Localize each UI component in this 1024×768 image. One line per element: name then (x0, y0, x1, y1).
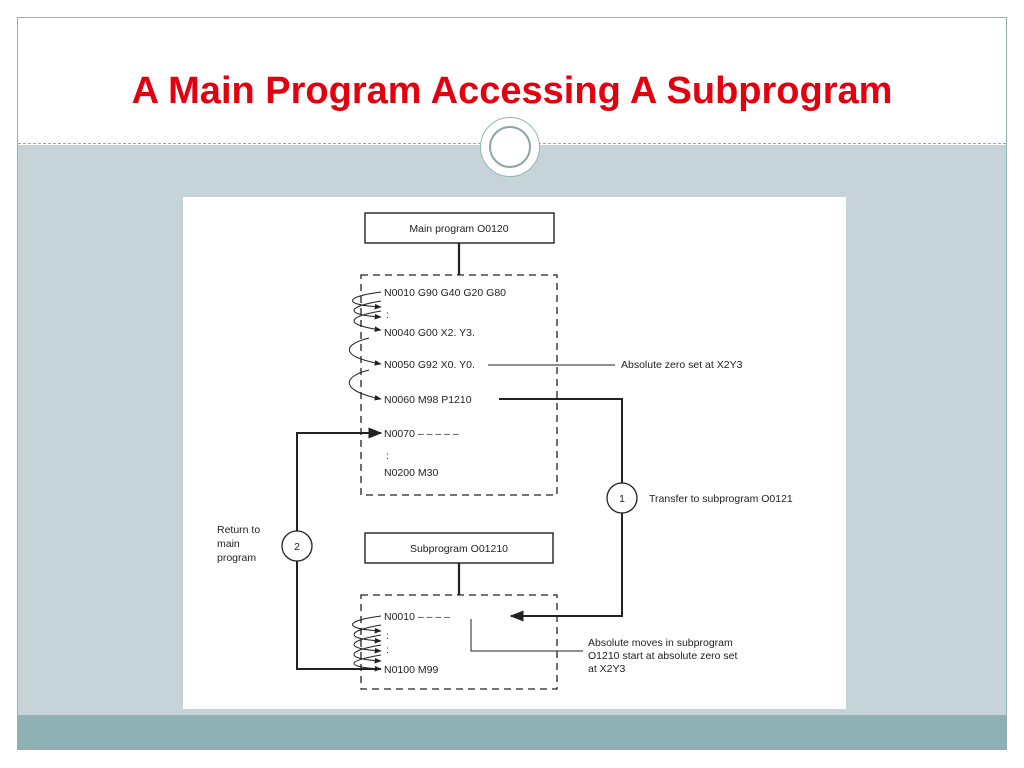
main-line-n0070: N0070 – – – – – (384, 428, 459, 440)
return-label-line-1: Return to (217, 524, 260, 536)
step2-number: 2 (294, 541, 300, 553)
main-line-n0050: N0050 G92 X0. Y0. (384, 359, 475, 371)
main-line-ellipsis-1: : (386, 309, 389, 321)
step1-number: 1 (619, 493, 625, 505)
note-leader-line (470, 619, 583, 652)
main-loop-arrows (349, 291, 382, 401)
return-label-line-2: main (217, 538, 240, 550)
main-line-ellipsis-2: : (386, 450, 389, 462)
main-program-block (360, 274, 558, 496)
step1-circle (606, 482, 638, 514)
return-label-line-3: program (217, 552, 256, 564)
step1-label: Transfer to subprogram O0121 (649, 493, 793, 505)
sub-line-ellipsis-1: : (386, 630, 389, 642)
footer-band (18, 715, 1006, 749)
main-line-n0200: N0200 M30 (384, 467, 438, 479)
sub-line-n0100: N0100 M99 (384, 664, 438, 676)
subprogram-box (364, 532, 554, 564)
main-program-title: Main program O0120 (409, 223, 508, 235)
main-line-n0060: N0060 M98 P1210 (384, 394, 472, 406)
annotation-zero: Absolute zero set at X2Y3 (621, 359, 743, 371)
ring-inner (489, 126, 531, 168)
program-flow-diagram: Main program O0120 N0010 G90 G40 G20 G80… (217, 212, 793, 690)
sub-loop-arrows (352, 615, 382, 672)
subprogram-title: Subprogram O01210 (410, 543, 508, 555)
step2-circle (281, 530, 313, 562)
note-line-3: at X2Y3 (588, 663, 626, 675)
transfer-path (499, 398, 623, 622)
note-line-2: O1210 start at absolute zero set (588, 650, 738, 662)
sub-line-ellipsis-2: : (386, 644, 389, 656)
note-line-1: Absolute moves in subprogram (588, 637, 733, 649)
main-line-n0040: N0040 G00 X2. Y3. (384, 327, 475, 339)
diagram-figure: Main program O0120 N0010 G90 G40 G20 G80… (183, 197, 846, 709)
main-line-n0010: N0010 G90 G40 G20 G80 (384, 287, 506, 299)
sub-line-n0010: N0010 – – – – (384, 611, 450, 623)
divider-ornament-icon (480, 117, 540, 177)
main-program-box (364, 212, 555, 244)
slide-title: A Main Program Accessing A Subprogram (131, 70, 893, 112)
subprogram-block (360, 594, 558, 690)
